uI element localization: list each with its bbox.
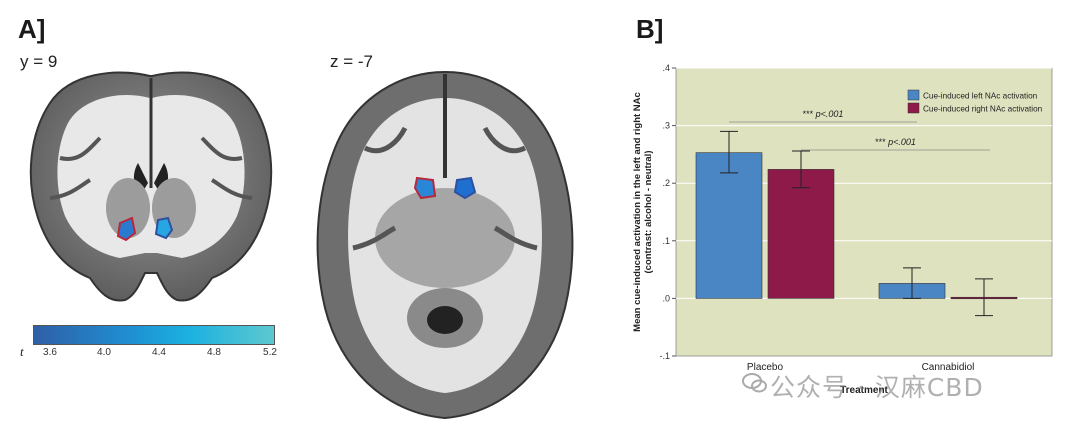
- colorbar-tick: 3.6: [43, 347, 57, 358]
- wechat-icon: [742, 373, 767, 393]
- bar: [767, 169, 835, 299]
- panel-b-label: B]: [636, 14, 664, 44]
- y-tick-label: .0: [662, 293, 670, 303]
- coronal-brain-image: [29, 71, 273, 302]
- colorbar-tick: 4.0: [97, 347, 111, 358]
- colorbar-tick: 4.4: [152, 347, 166, 358]
- t-value-colorbar: [33, 325, 275, 345]
- y-tick-label: .3: [662, 121, 670, 131]
- colorbar-tick: 5.2: [263, 347, 277, 358]
- legend-swatch: [907, 89, 920, 101]
- legend-swatch: [907, 102, 920, 114]
- x-tick-label: Placebo: [747, 362, 784, 373]
- colorbar-tick: 4.8: [207, 347, 221, 358]
- bar: [695, 152, 763, 299]
- y-axis-label: (contrast: alcohol - neutral): [643, 151, 654, 274]
- significance-label: *** p<.001: [875, 137, 916, 147]
- significance-label: *** p<.001: [803, 109, 844, 119]
- y-tick-label: .2: [662, 178, 670, 188]
- y-tick-label: .4: [662, 63, 670, 73]
- y-axis-label: Mean cue-induced activation in the left …: [632, 92, 643, 332]
- watermark-text: 公众号 · 汉麻CBD: [770, 373, 984, 402]
- y-tick-label: -.1: [659, 351, 670, 361]
- y-tick-label: .1: [662, 236, 670, 246]
- x-tick-label: Cannabidiol: [922, 362, 975, 373]
- axial-brain-image: [316, 70, 574, 420]
- legend-label: Cue-induced left NAc activation: [923, 92, 1038, 101]
- panel-a-label: A]: [18, 14, 46, 44]
- colorbar-symbol: t: [20, 344, 24, 359]
- legend-label: Cue-induced right NAc activation: [923, 105, 1043, 114]
- x-axis-label: Treatment: [840, 385, 888, 396]
- axial-slice-label: z = -7: [330, 52, 373, 71]
- coronal-slice-label: y = 9: [20, 52, 58, 71]
